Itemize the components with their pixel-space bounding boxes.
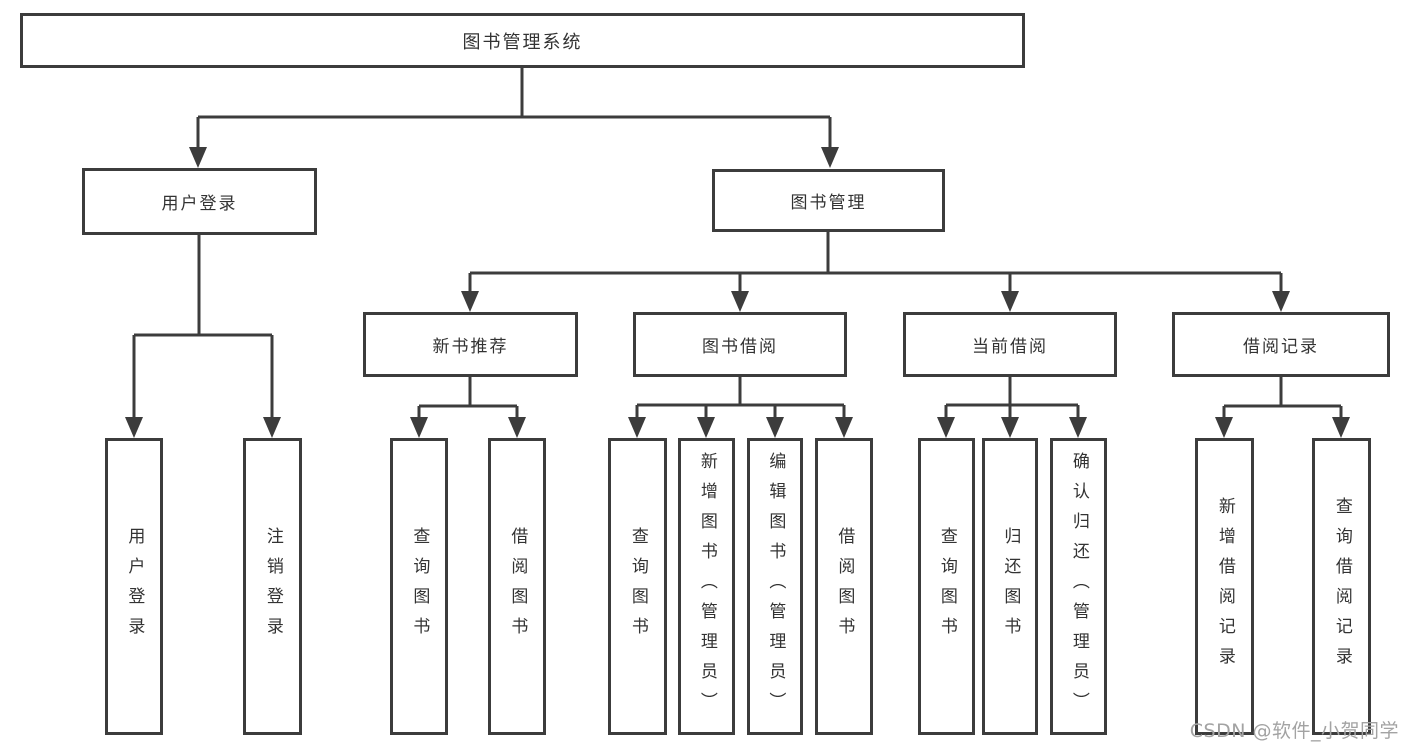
node-label: 借阅记录 — [1243, 337, 1319, 357]
leaf-query-books-current: 查询图书 — [918, 438, 975, 735]
leaf-query-books: 查询图书 — [608, 438, 667, 735]
leaf-query-books-recommend: 查询图书 — [390, 438, 448, 735]
node-label: 借阅图书 — [834, 526, 855, 647]
node-label: 借阅图书 — [507, 526, 528, 647]
node-book-borrowing: 图书借阅 — [633, 312, 847, 377]
node-label: 图书借阅 — [702, 337, 778, 357]
node-label: 确认归还（管理员） — [1068, 451, 1089, 722]
leaf-add-books-admin: 新增图书（管理员） — [678, 438, 735, 735]
leaf-user-login: 用户登录 — [105, 438, 163, 735]
leaf-confirm-return-admin: 确认归还（管理员） — [1050, 438, 1107, 735]
leaf-logout: 注销登录 — [243, 438, 302, 735]
leaf-edit-books-admin: 编辑图书（管理员） — [747, 438, 803, 735]
leaf-borrow-books-recommend: 借阅图书 — [488, 438, 546, 735]
node-user-login: 用户登录 — [82, 168, 317, 235]
leaf-return-books: 归还图书 — [982, 438, 1038, 735]
node-label: 编辑图书（管理员） — [765, 451, 786, 722]
node-label: 新书推荐 — [432, 337, 509, 357]
node-label: 图书管理系统 — [462, 31, 583, 53]
node-label: 查询图书 — [627, 526, 648, 647]
node-label: 用户登录 — [161, 194, 238, 214]
node-label: 归还图书 — [1000, 526, 1021, 647]
node-label: 图书管理 — [790, 193, 867, 213]
node-borrow-records: 借阅记录 — [1172, 312, 1390, 377]
node-label: 当前借阅 — [972, 337, 1048, 357]
node-library-system: 图书管理系统 — [20, 13, 1025, 68]
node-label: 查询图书 — [409, 526, 430, 647]
node-label: 查询借阅记录 — [1331, 496, 1352, 677]
node-label: 查询图书 — [936, 526, 957, 647]
node-label: 注销登录 — [262, 526, 283, 647]
node-label: 新增借阅记录 — [1214, 496, 1235, 677]
leaf-borrow-books: 借阅图书 — [815, 438, 873, 735]
leaf-add-borrow-record: 新增借阅记录 — [1195, 438, 1254, 735]
leaf-query-borrow-record: 查询借阅记录 — [1312, 438, 1371, 735]
watermark: CSDN @软件_小贺同学 — [1189, 720, 1399, 742]
node-label: 用户登录 — [124, 526, 145, 647]
node-current-borrowing: 当前借阅 — [903, 312, 1117, 377]
node-book-management: 图书管理 — [712, 169, 945, 232]
node-label: 新增图书（管理员） — [696, 451, 717, 722]
node-new-book-recommend: 新书推荐 — [363, 312, 578, 377]
